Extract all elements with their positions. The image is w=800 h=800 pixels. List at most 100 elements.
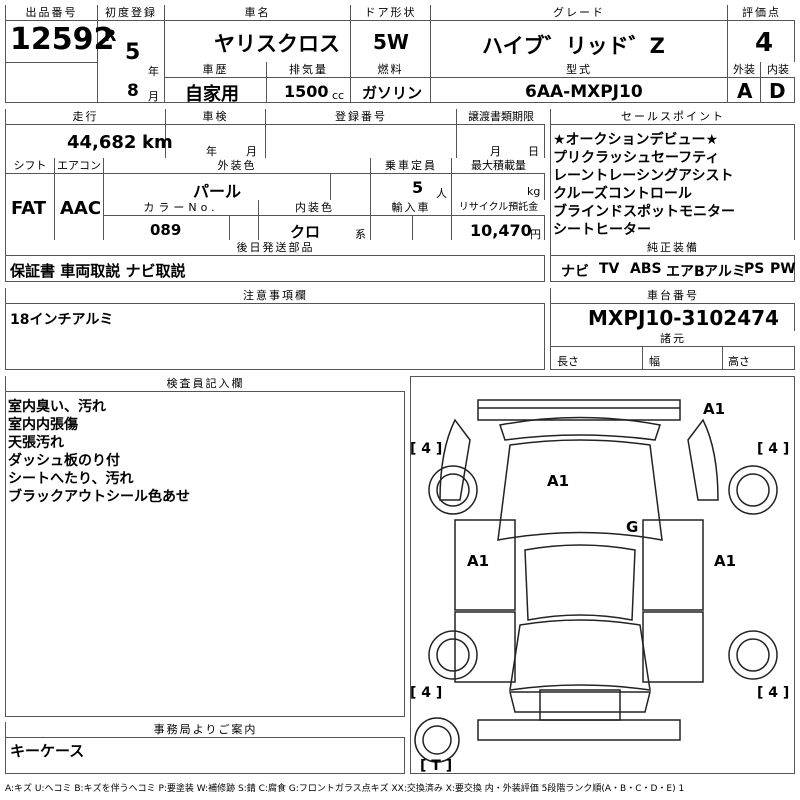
chassis-number: MXPJ10-3102474 xyxy=(588,306,779,330)
ac: AAC xyxy=(60,198,102,219)
ext-grade: A xyxy=(737,79,753,103)
int-label: 内装 xyxy=(761,62,795,77)
dims-label: 諸元 xyxy=(551,331,795,346)
recycle-unit: 円 xyxy=(530,228,541,241)
shift-label: シフト xyxy=(6,158,54,173)
capacity-label: 乗車定員 xyxy=(371,158,451,173)
int-grade: D xyxy=(769,79,786,103)
inspector-line: 天張汚れ xyxy=(8,435,64,451)
equip-item: PS xyxy=(744,261,765,277)
length-label: 長さ xyxy=(557,355,579,368)
tire-grade: [ 4 ] xyxy=(410,441,443,457)
int-color-label: 内装色 xyxy=(259,200,370,215)
capacity-unit: 人 xyxy=(436,187,447,200)
fuel-label: 燃料 xyxy=(351,62,430,77)
equip-item: PW xyxy=(770,261,796,277)
sales-item: ★オークションデビュー★ xyxy=(553,132,719,148)
sales-label: セールスポイント xyxy=(551,109,795,124)
tire-grade: [ 4 ] xyxy=(410,685,443,701)
damage-mark: A1 xyxy=(547,472,570,490)
car-name: ヤリスクロス xyxy=(214,32,340,56)
legend: A:キズ U:ヘコミ B:キズを伴うヘコミ P:要塗装 W:補修跡 S:錆 C:… xyxy=(5,784,685,794)
equip-item: エアB xyxy=(666,264,705,280)
sales-item: レーントレーシングアシスト xyxy=(553,168,734,184)
grade-label: グレード xyxy=(431,5,727,20)
capacity: 5 xyxy=(412,178,424,197)
transfer-day: 日 xyxy=(528,145,539,158)
height-label: 高さ xyxy=(728,355,750,368)
notes-label: 注意事項欄 xyxy=(6,288,545,303)
tire-grade: [ 4 ] xyxy=(757,685,790,701)
equip-item: TV xyxy=(599,261,620,277)
shift: FAT xyxy=(11,198,47,219)
lot-label: 出品番号 xyxy=(6,5,97,20)
equip-item: ABS xyxy=(630,261,662,277)
import-label: 輸入車 xyxy=(371,200,451,215)
door-label: ドア形状 xyxy=(351,5,430,20)
reg-month: 8 xyxy=(127,81,139,101)
grade: ハイブ゛リッド゛Z xyxy=(482,34,665,58)
reg-year: 5 xyxy=(125,40,141,65)
later-label: 後日発送部品 xyxy=(6,240,545,255)
max-load-unit: kg xyxy=(527,185,541,198)
inspector-line: ブラックアウトシール色あせ xyxy=(8,489,190,505)
int-color-unit: 系 xyxy=(355,228,366,241)
width-label: 幅 xyxy=(649,355,660,368)
color-label: 外装色 xyxy=(104,158,370,173)
inspector-line: シートへたり、汚れ xyxy=(8,471,134,487)
disp-unit: cc xyxy=(332,89,345,102)
ac-label: エアコン xyxy=(55,158,103,173)
damage-mark: A1 xyxy=(467,552,490,570)
spare-grade: [ T ] xyxy=(420,758,453,774)
inspector-label: 検査員記入欄 xyxy=(6,376,405,391)
door: 5W xyxy=(373,30,409,54)
chassis-label: 車台番号 xyxy=(551,288,795,303)
tire-grade: [ 4 ] xyxy=(757,441,790,457)
inspect-year: 年 xyxy=(206,145,217,158)
sales-item: シートヒーター xyxy=(553,222,651,238)
year-unit: 年 xyxy=(148,65,159,78)
inspector-line: ダッシュ板のり付 xyxy=(8,453,120,469)
reg-no-label: 登録番号 xyxy=(266,109,456,124)
office-label: 事務局よりご案内 xyxy=(6,722,405,737)
history-label: 車歴 xyxy=(165,62,266,77)
era: R xyxy=(104,26,117,45)
recycle: 10,470 xyxy=(470,221,532,240)
mileage-label: 走行 xyxy=(6,109,165,124)
office-text: キーケース xyxy=(10,742,85,760)
equip-item: ナビ xyxy=(561,264,589,280)
mileage: 44,682 xyxy=(67,132,137,153)
inspect-label: 車検 xyxy=(166,109,265,124)
color-no-label: カラーNo. xyxy=(104,200,258,215)
max-load-label: 最大積載量 xyxy=(452,158,545,173)
transfer-label: 譲渡書類期限 xyxy=(457,109,545,124)
lot-number: 12592 xyxy=(10,22,115,57)
first-reg-label: 初度登録 xyxy=(98,5,164,20)
mileage-unit: km xyxy=(142,132,173,153)
disp: 1500 xyxy=(284,82,329,101)
month-unit: 月 xyxy=(148,90,159,103)
color: パール xyxy=(193,182,242,201)
sales-item: ブラインドスポットモニター xyxy=(553,204,735,220)
equip-label: 純正装備 xyxy=(551,240,795,255)
inspect-month: 月 xyxy=(246,145,257,158)
transfer-month: 月 xyxy=(490,145,501,158)
score-label: 評価点 xyxy=(728,5,795,20)
model: 6AA-MXPJ10 xyxy=(525,82,643,102)
later-parts: 保証書 車両取説 ナビ取説 xyxy=(10,262,186,280)
inspector-line: 室内内張傷 xyxy=(8,417,78,433)
ext-label: 外装 xyxy=(728,62,760,77)
disp-label: 排気量 xyxy=(267,62,350,77)
damage-mark: A1 xyxy=(714,552,737,570)
color-no: 089 xyxy=(150,221,182,239)
sales-item: プリクラッシュセーフティ xyxy=(553,150,720,166)
history: 自家用 xyxy=(185,84,239,105)
fuel: ガソリン xyxy=(362,84,423,102)
int-color: クロ xyxy=(290,223,321,241)
equip-item: アルミ xyxy=(704,264,746,280)
damage-mark: G xyxy=(626,518,639,536)
recycle-label: リサイクル預託金 xyxy=(452,200,545,215)
car-diagram-box xyxy=(410,376,795,774)
inspector-line: 室内臭い、汚れ xyxy=(8,399,106,415)
model-label: 型式 xyxy=(431,62,727,77)
